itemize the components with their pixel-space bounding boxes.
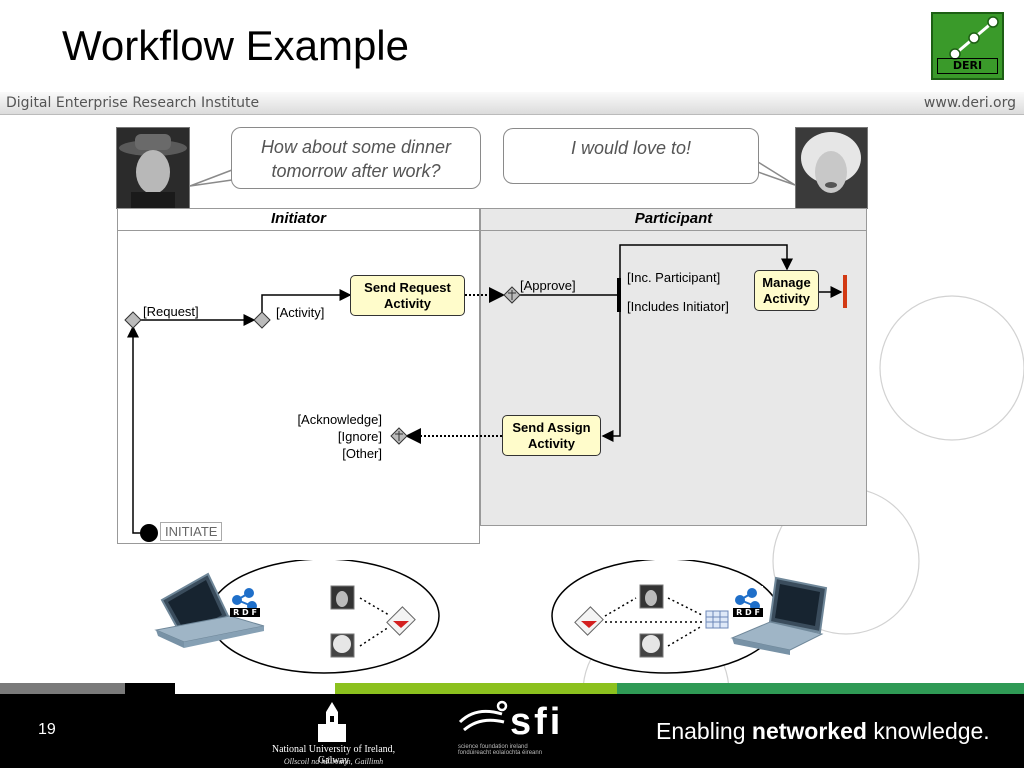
stripe-lime [335, 683, 617, 694]
participant-portrait-icon [796, 128, 867, 208]
request-gateway-icon [124, 311, 142, 329]
sfi-logo-text: sfi [510, 701, 564, 743]
participant-lane [480, 208, 867, 526]
calendar-icon [705, 610, 729, 629]
rdf-icon-text: R D F [233, 608, 257, 617]
institute-name: Digital Enterprise Research Institute [6, 95, 260, 111]
stripe-green [617, 683, 1024, 694]
laptop-icon [154, 572, 265, 648]
end-bar [843, 275, 847, 308]
stripe-white [175, 683, 335, 694]
nuig-crest-icon [318, 702, 346, 742]
slide-number: 19 [38, 721, 56, 738]
activity-gateway-icon [253, 311, 271, 329]
tagline-pre: Enabling [656, 718, 752, 744]
initiator-lane-header: Initiator [271, 210, 326, 227]
participant-lane-header: Participant [634, 210, 713, 227]
footer [0, 694, 1024, 768]
activity-label: [Activity] [276, 305, 325, 320]
rdf-icon: R D F [230, 586, 260, 617]
send-assign-activity[interactable]: Send Assign Activity [502, 415, 601, 456]
workflow-nodes [124, 275, 847, 542]
deri-logo-text: DERI [937, 58, 998, 74]
deri-logo: DERI [931, 12, 1004, 80]
approve-gateway-icon [503, 286, 521, 304]
website-link[interactable]: www.deri.org [923, 95, 1016, 111]
inc-participant-label: [Inc. Participant] [627, 270, 721, 285]
tagline: Enabling networked knowledge. [656, 718, 990, 745]
send-request-activity[interactable]: Send Request Activity [350, 275, 465, 316]
deri-dots-graphic [949, 16, 999, 60]
ignore-label: [Ignore] [337, 429, 382, 444]
initiate-label: INITIATE [160, 522, 223, 541]
header-bar [0, 92, 1024, 115]
participant-speech-bubble: I would love to! [503, 128, 759, 184]
tagline-bold: networked [751, 718, 867, 744]
slide-title: Workflow Example [62, 22, 409, 69]
university-name-irish: Ollscoil na hÉireann, Gaillimh [283, 757, 384, 766]
sfi-subtitle: science foundation ireland fondúireacht … [458, 744, 548, 756]
messaging-diagrams: R D F R D F [154, 560, 828, 674]
participant-photo [795, 127, 868, 209]
sfi-subtitle-en: science foundation ireland [458, 744, 528, 750]
initiator-portrait-icon [117, 128, 189, 208]
rdf-icon-text: R D F [736, 608, 760, 617]
sfi-swoosh-icon [458, 700, 508, 732]
start-node-icon [140, 524, 158, 542]
includes-initiator-label: [Includes Initiator] [627, 299, 729, 314]
acknowledge-label: [Acknowledge] [297, 412, 382, 427]
sfi-subtitle-ga: fondúireacht eolaíochta éireann [458, 750, 543, 756]
stripe-gray [0, 683, 125, 694]
tagline-post: knowledge. [866, 718, 990, 744]
initiator-speech-bubble: How about some dinner tomorrow after wor… [231, 127, 481, 189]
stripe-black [125, 683, 175, 694]
manage-activity[interactable]: Manage Activity [754, 270, 819, 311]
lane-header-divider [117, 230, 867, 231]
fork-bar [617, 278, 621, 312]
envelope-icon [386, 606, 416, 636]
approve-label: [Approve] [520, 278, 576, 293]
rdf-icon: R D F [733, 586, 763, 617]
bubble-tails [189, 161, 796, 187]
envelope-icon [574, 606, 604, 636]
return-gateway-icon [390, 427, 408, 445]
initiator-lane [117, 208, 480, 544]
request-label: [Request] [143, 304, 199, 319]
university-name: National University of Ireland, Galway [271, 744, 396, 766]
laptop-icon [730, 576, 828, 655]
other-label: [Other] [342, 446, 382, 461]
initiator-photo [116, 127, 190, 209]
